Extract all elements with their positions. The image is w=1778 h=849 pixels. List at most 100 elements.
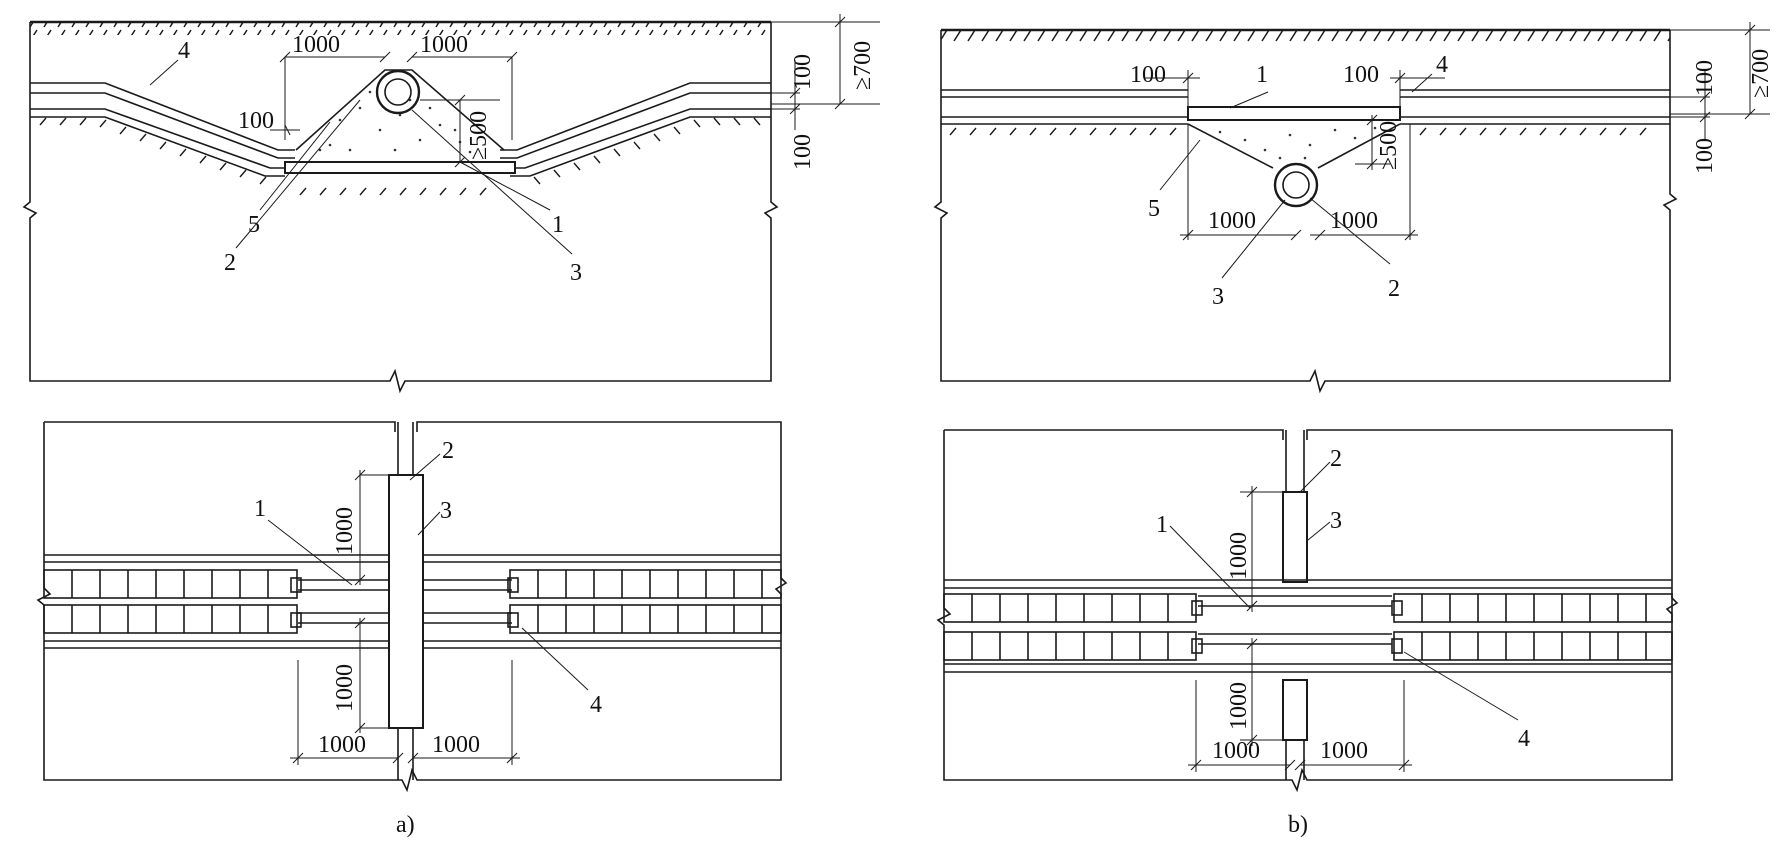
label-2-plan-a: 2 <box>442 438 454 464</box>
dim-1000-left-plan-a: 1000 <box>318 732 366 758</box>
road-upper-right-a2 <box>500 92 771 159</box>
dim-1000-bottom-plan-a: 1000 <box>332 664 358 712</box>
label-4-b: 4 <box>1436 52 1448 78</box>
caption-b: b) <box>1288 812 1308 838</box>
dim-1000-lr-line-plan-a <box>290 660 520 765</box>
dim-500-b: ≥500 <box>1376 121 1402 170</box>
dim-1000-top-plan-a: 1000 <box>332 507 358 555</box>
dim-1000-right-line-a <box>406 51 518 140</box>
dim-1000-left-b: 1000 <box>1208 208 1256 234</box>
leader-1-plan-b <box>1169 525 1251 609</box>
slab-b <box>1187 106 1401 121</box>
dim-1000-left-line-b <box>1180 124 1302 241</box>
dim-1000-right-line-b <box>1310 124 1418 241</box>
track-grid-left-a <box>43 569 302 634</box>
road-lines-b <box>941 89 1670 125</box>
culvert-3-b-bottom <box>1282 679 1308 741</box>
leader-4-plan-a <box>521 627 589 691</box>
pipe-inner-b <box>1282 171 1310 199</box>
dim-1000-lr-line-plan-b <box>1188 680 1412 772</box>
road-lower-right-a2 <box>510 116 771 177</box>
pipe-outer-a <box>375 69 421 115</box>
dim-1000-left-plan-b: 1000 <box>1212 738 1260 764</box>
pipe-2-a <box>397 422 414 780</box>
leader-5-b <box>1159 139 1201 191</box>
dim-700-line-a <box>771 14 880 110</box>
dim-100-shoulder-a: 100 <box>238 108 274 134</box>
label-1-plan-b: 1 <box>1156 512 1168 538</box>
dim-100-left-b: 100 <box>1130 62 1166 88</box>
plan-a-frame <box>36 421 788 793</box>
dim-700-line-b <box>1670 22 1770 120</box>
leader-2-b <box>1309 197 1391 265</box>
concrete-dots-b <box>1218 126 1377 160</box>
road-upper-right-a <box>500 82 771 151</box>
dim-1000-top-line-plan-b <box>1240 486 1283 612</box>
dim-1000-right-plan-a: 1000 <box>432 732 480 758</box>
culvert-3-b-top <box>1282 491 1308 583</box>
road-upper-left-a2 <box>30 92 295 159</box>
track-grid-right-a <box>507 569 782 634</box>
label-4-a: 4 <box>178 38 190 64</box>
leader-3-plan-b <box>1307 521 1331 541</box>
dim-100-right-b: 100 <box>1343 62 1379 88</box>
dim-1000-right-a: 1000 <box>420 32 468 58</box>
label-3-a: 3 <box>570 260 582 286</box>
dim-1000-top-plan-b: 1000 <box>1226 532 1252 580</box>
dim-1000-right-plan-b: 1000 <box>1320 738 1368 764</box>
concrete-cover-b <box>1187 123 1401 169</box>
culvert-3-a <box>388 474 424 729</box>
ground-hatch-b <box>941 31 1670 43</box>
road-lines-plan-a <box>44 554 781 649</box>
leader-3-plan-a <box>417 511 441 536</box>
soil-hatch-right-a <box>533 117 761 185</box>
road-upper-left-a <box>30 82 295 151</box>
leader-3-b <box>1221 199 1286 279</box>
dim-1000-left-a: 1000 <box>292 32 340 58</box>
label-1-a: 1 <box>552 212 564 238</box>
dim-500-line-a <box>420 94 500 168</box>
dim-1000-bottom-line-plan-a <box>354 617 389 734</box>
dim-100-line-a <box>771 60 801 130</box>
label-1-b: 1 <box>1256 62 1268 88</box>
road-lines-plan-b <box>944 579 1672 673</box>
label-1-plan-a: 1 <box>254 496 266 522</box>
label-2-b: 2 <box>1388 276 1400 302</box>
dim-700-a: ≥700 <box>850 41 876 90</box>
soil-hatch-left-a <box>39 117 267 185</box>
diagram-a-section: 1000 1000 100 ≥500 ≥700 100 100 4 5 2 1 … <box>22 14 880 394</box>
slab-a <box>284 161 516 174</box>
label-3-plan-b: 3 <box>1330 508 1342 534</box>
label-2-plan-b: 2 <box>1330 446 1342 472</box>
dim-100-bottom-a: 100 <box>790 134 816 170</box>
section-b-frame <box>933 30 1678 394</box>
caption-a: a) <box>396 812 415 838</box>
leader-1-b <box>1229 91 1269 109</box>
label-5-b: 5 <box>1148 196 1160 222</box>
dim-500-line-b <box>1355 114 1390 170</box>
leader-2-plan-a <box>409 453 441 481</box>
pipe-inner-a <box>384 78 412 106</box>
track-grid-left-b <box>943 593 1203 661</box>
dim-1000-bottom-line-plan-b <box>1240 638 1283 746</box>
leader-2-a <box>235 99 361 249</box>
label-4-plan-b: 4 <box>1518 726 1530 752</box>
leader-4-plan-b <box>1403 651 1519 721</box>
dim-1000-left-line-a <box>279 51 391 140</box>
ground-hatch-a <box>30 23 771 35</box>
label-3-b: 3 <box>1212 284 1224 310</box>
leader-1-a <box>459 161 551 211</box>
pipe-2-b <box>1285 430 1305 780</box>
label-2-a: 2 <box>224 250 236 276</box>
dim-700-b: ≥700 <box>1748 49 1774 98</box>
leader-1-plan-a <box>267 519 353 586</box>
dim-100-top-a: 100 <box>790 54 816 90</box>
leader-2-plan-b <box>1299 461 1331 493</box>
leader-4-b <box>1411 73 1433 93</box>
dim-100-right-line-b <box>1390 70 1445 107</box>
label-5-a: 5 <box>248 212 260 238</box>
pipe-outer-b <box>1273 162 1319 208</box>
dim-100-line-b <box>1670 70 1711 140</box>
diagram-a-plan: 1000 1000 1000 1000 1 2 3 4 a) <box>36 421 788 838</box>
